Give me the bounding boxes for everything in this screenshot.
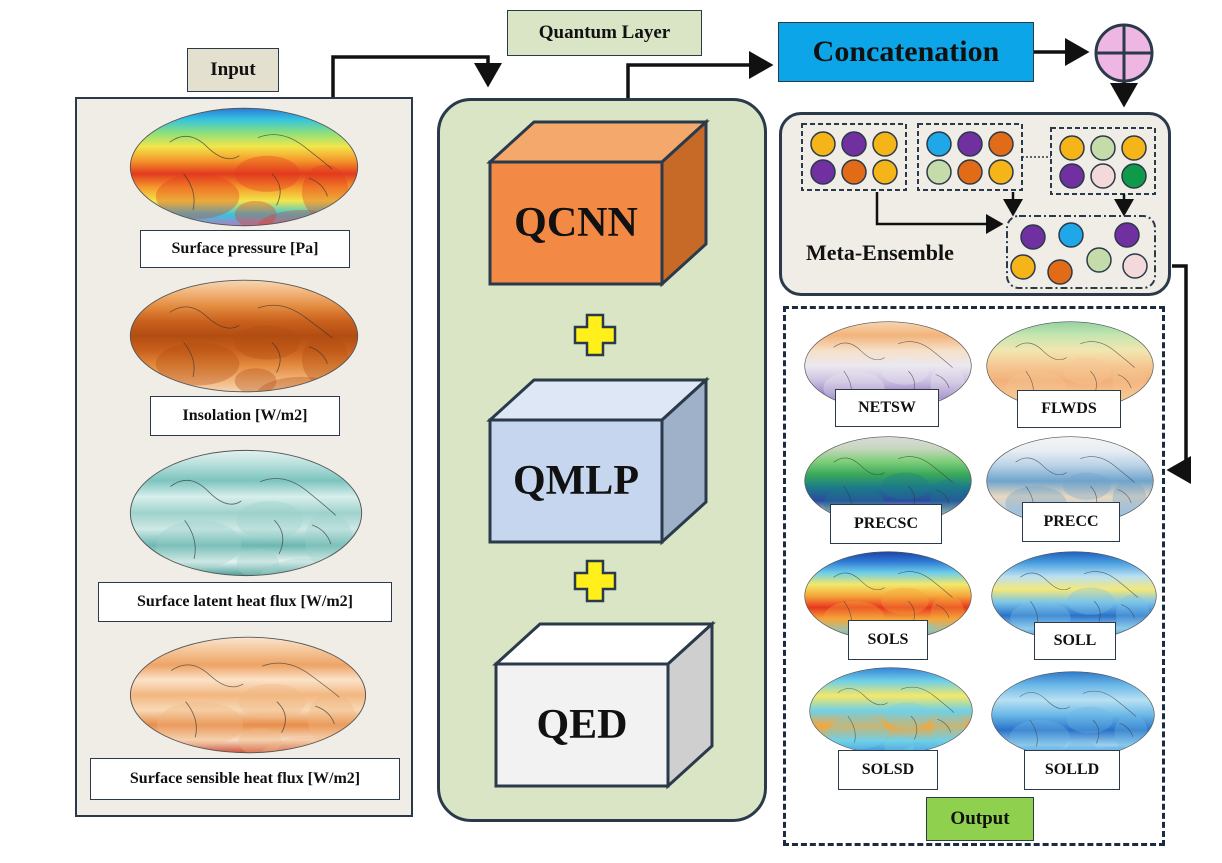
sum-circle-icon [1094,23,1154,83]
input-map-latent-heat [128,448,364,578]
input-map-sensible-heat [128,635,368,755]
output-panel [783,306,1165,846]
output-label-netsw: NETSW [835,389,939,427]
input-title: Input [187,48,279,92]
output-title: Output [926,797,1034,841]
input-label-insolation: Insolation [W/m2] [150,396,340,436]
output-label-precsc: PRECSC [830,504,942,544]
qed-cube [492,620,716,790]
input-to-quantum-arrow [331,55,502,98]
output-label-precc: PRECC [1022,502,1120,542]
meta-ensemble-diagram [801,123,1156,289]
output-label-solld: SOLLD [1024,750,1120,790]
input-label-surface-pressure: Surface pressure [Pa] [140,230,350,268]
qcnn-cube [486,118,710,288]
qed-label: QED [536,702,628,748]
output-map-solld [990,670,1156,760]
quantum-layer-title: Quantum Layer [507,10,702,56]
qmlp-cube [486,376,710,546]
input-map-surface-pressure [128,106,360,228]
qcnn-label: QCNN [514,200,638,246]
plus-icon [573,559,617,603]
input-label-latent-heat: Surface latent heat flux [W/m2] [98,582,392,622]
meta-to-output-arrow [1166,264,1191,484]
quantum-to-concat-arrow [626,51,774,98]
meta-ensemble-label: Meta-Ensemble [806,240,954,265]
qmlp-label: QMLP [513,458,639,504]
input-map-insolation [128,278,360,394]
plus-icon [573,313,617,357]
input-label-sensible-heat: Surface sensible heat flux [W/m2] [90,758,400,800]
concatenation-box: Concatenation [778,22,1034,82]
ensemble-dots-group-1 [810,131,898,185]
output-map-solsd [808,666,974,756]
output-label-sols: SOLS [848,620,928,660]
output-label-solsd: SOLSD [838,750,938,790]
output-label-flwds: FLWDS [1017,390,1121,428]
output-label-soll: SOLL [1034,622,1116,660]
